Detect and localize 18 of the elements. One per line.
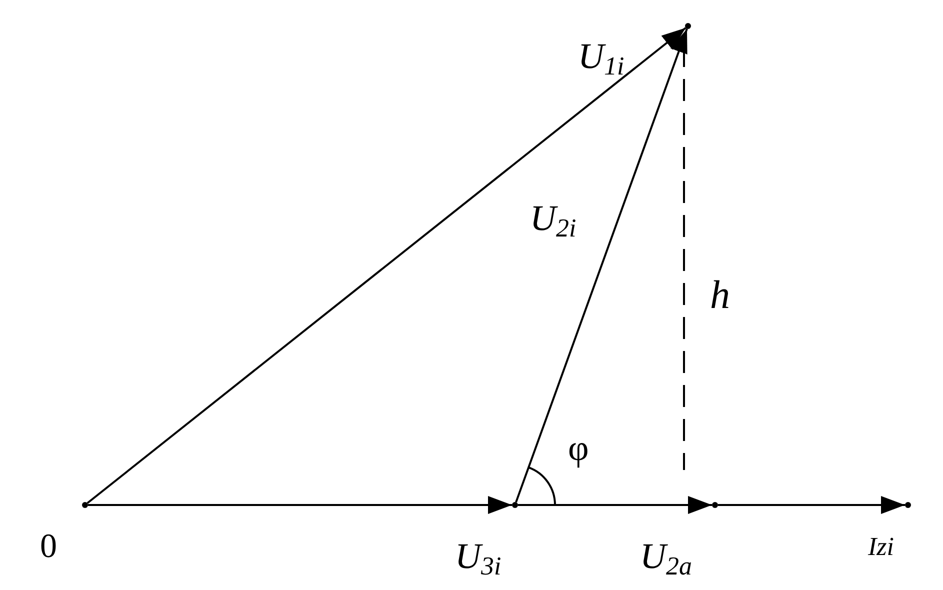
vector-arrow	[515, 28, 688, 503]
dimension-label: h	[710, 275, 730, 315]
vector-label: U$_{2i}$	[530, 200, 576, 242]
point-label: U$_{3i}$	[455, 538, 502, 580]
vector-label: U$_{1i}$	[578, 38, 624, 80]
vector-arrow	[88, 496, 512, 514]
vector-point	[685, 23, 691, 29]
angle-label: φ	[568, 430, 589, 466]
point-label: U$_{2a}$	[640, 538, 692, 580]
vector-point	[82, 502, 88, 508]
vector-arrow	[86, 27, 686, 504]
vector-point	[905, 502, 911, 508]
vector-point	[712, 502, 718, 508]
vector-point	[512, 502, 518, 508]
vector-arrow	[518, 496, 712, 514]
point-label: 0	[40, 530, 57, 564]
point-label: Izi	[868, 534, 894, 560]
vector-arrow	[718, 496, 905, 514]
